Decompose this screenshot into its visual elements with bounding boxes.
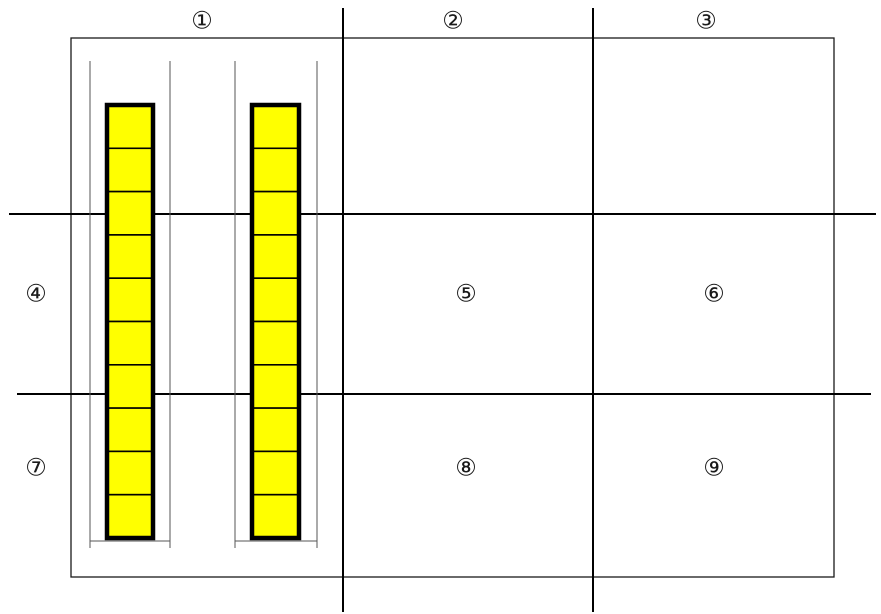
solar-panel-cell xyxy=(107,105,153,148)
solar-panel-cell xyxy=(252,495,299,538)
solar-panel-cell xyxy=(107,495,153,538)
solar-panel-cell xyxy=(252,365,299,408)
zone-label-2: ② xyxy=(442,7,464,35)
solar-panel-cell xyxy=(107,322,153,365)
solar-panel-cell xyxy=(252,105,299,148)
solar-panel-cell xyxy=(107,148,153,191)
outer-frame xyxy=(71,38,834,577)
solar-panel-cell xyxy=(107,278,153,321)
solar-panel-cell xyxy=(107,451,153,494)
solar-panel-cell xyxy=(107,365,153,408)
zone-label-7: ⑦ xyxy=(25,454,47,482)
solar-panel-cell xyxy=(107,235,153,278)
solar-panel-cell xyxy=(252,148,299,191)
zone-label-9: ⑨ xyxy=(703,454,725,482)
zone-label-3: ③ xyxy=(695,7,717,35)
solar-panel-cell xyxy=(252,235,299,278)
solar-panel-cell xyxy=(252,408,299,451)
zone-label-4: ④ xyxy=(25,280,47,308)
solar-panel-cell xyxy=(107,192,153,235)
solar-panel-cell xyxy=(107,408,153,451)
solar-panel-cell xyxy=(252,451,299,494)
solar-panel-cell xyxy=(252,278,299,321)
panel-columns xyxy=(107,105,299,538)
zone-label-8: ⑧ xyxy=(455,454,477,482)
solar-panel-cell xyxy=(252,322,299,365)
zone-label-5: ⑤ xyxy=(455,280,477,308)
zone-label-1: ① xyxy=(191,7,213,35)
solar-panel-cell xyxy=(252,192,299,235)
zone-label-6: ⑥ xyxy=(703,280,725,308)
